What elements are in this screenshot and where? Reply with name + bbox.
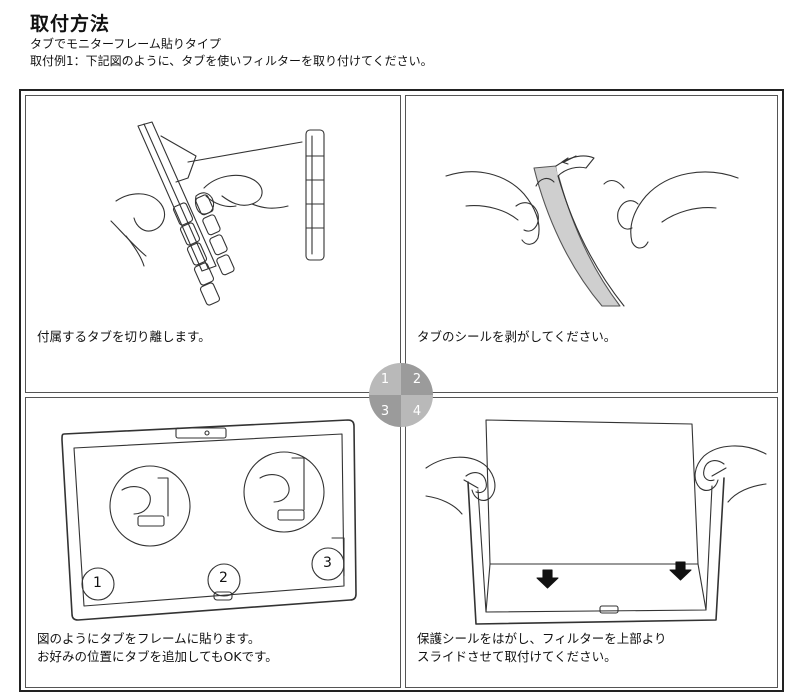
step-1-badge: 1 <box>369 363 401 395</box>
step-4-badge: 4 <box>401 395 433 427</box>
step-3-caption: 図のようにタブをフレームに貼ります。 お好みの位置にタブを追加してもOKです。 <box>37 630 278 666</box>
caption-line: 図のようにタブをフレームに貼ります。 <box>37 631 261 646</box>
marker-2-label: 2 <box>219 570 228 586</box>
peel-seal-illustration <box>445 155 739 307</box>
step-1-caption: 付属するタブを切り離します。 <box>37 328 211 346</box>
page-title: 取付方法 <box>30 13 111 35</box>
marker-3-label: 3 <box>323 555 332 571</box>
instruction-frame <box>19 89 784 692</box>
step-3-panel: 1 2 3 図のようにタブをフレームに貼ります。 お好みの位置にタブを追加しても… <box>25 397 401 688</box>
step-2-panel: タブのシールを剥がしてください。 <box>405 95 778 393</box>
step-2-caption: タブのシールを剥がしてください。 <box>417 328 616 346</box>
step-4-panel: 保護シールをはがし、フィルターを上部より スライドさせて取付けてください。 <box>405 397 778 688</box>
step-1-panel: 付属するタブを切り離します。 <box>25 95 401 393</box>
step-3-badge: 3 <box>369 395 401 427</box>
caption-line: 付属するタブを切り離します。 <box>37 329 211 344</box>
instruction-text: 取付例1：下記図のように、タブを使いフィルターを取り付けてください。 <box>30 54 433 68</box>
step-4-caption: 保護シールをはがし、フィルターを上部より スライドさせて取付けてください。 <box>417 630 667 666</box>
page-subtitle: タブでモニターフレーム貼りタイプ <box>30 37 221 51</box>
marker-1-label: 1 <box>93 575 102 591</box>
caption-line: お好みの位置にタブを追加してもOKです。 <box>37 649 278 664</box>
slide-filter-illustration <box>425 419 767 625</box>
caption-line: 保護シールをはがし、フィルターを上部より <box>417 631 667 646</box>
caption-line: スライドさせて取付けてください。 <box>417 649 617 664</box>
step-number-badges: 1 2 3 4 <box>369 363 433 427</box>
step-2-badge: 2 <box>401 363 433 395</box>
monitor-tabs-illustration <box>61 419 357 621</box>
caption-line: タブのシールを剥がしてください。 <box>417 329 617 344</box>
separate-tabs-illustration <box>110 121 325 306</box>
